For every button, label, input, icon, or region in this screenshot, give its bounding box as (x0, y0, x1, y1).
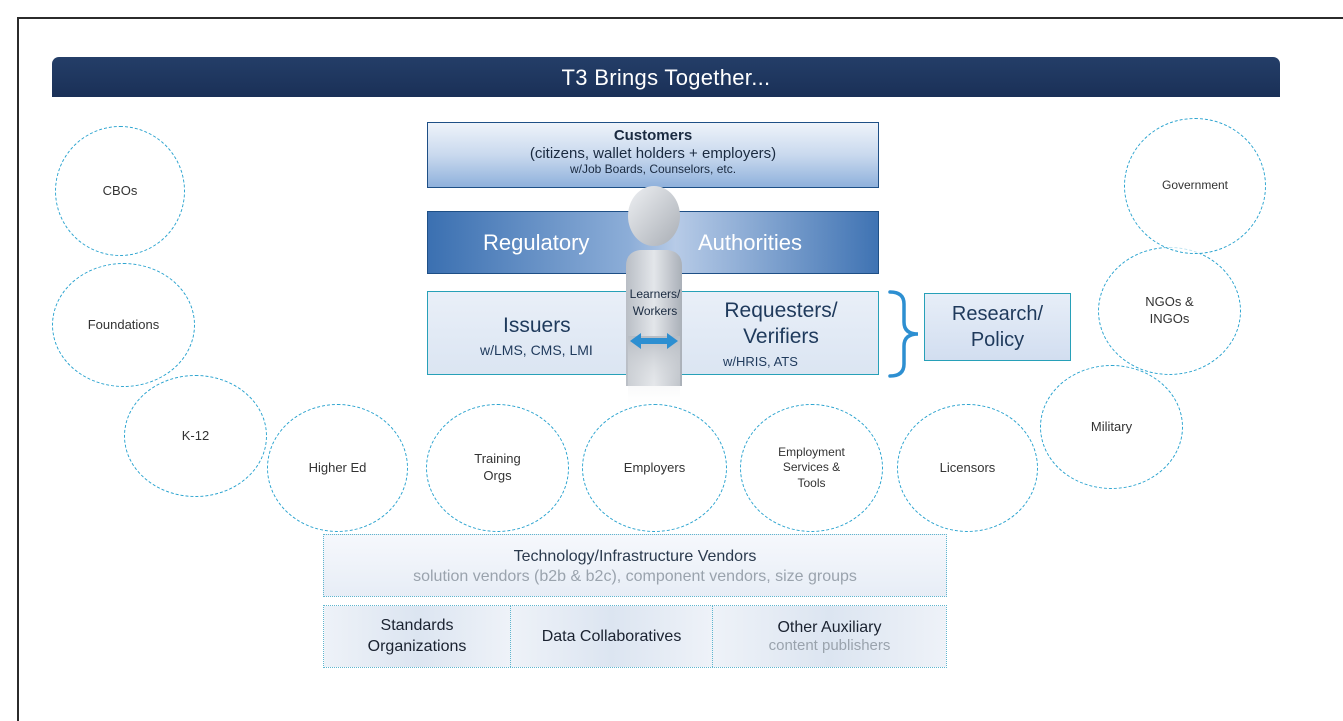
circle-k12: K-12 (124, 375, 267, 497)
circle-label: Employers (623, 459, 686, 475)
issuers-subtitle: w/LMS, CMS, LMI (480, 342, 593, 358)
circle-label: Licensors (939, 459, 996, 475)
requesters-line1: Requesters/ (724, 299, 838, 322)
research-line2: Policy (970, 329, 1025, 351)
circle-cbos: CBOs (55, 126, 185, 256)
research-line1: Research/ (951, 303, 1044, 325)
learners-line2: Workers (632, 304, 678, 319)
circle-training-orgs: Training Orgs (426, 404, 569, 532)
learners-label: Learners/ Workers (618, 286, 692, 321)
circle-foundations: Foundations (52, 263, 195, 387)
vendors-subtitle: solution vendors (b2b & b2c), component … (413, 568, 857, 585)
vendors-title: Technology/Infrastructure Vendors (513, 548, 757, 565)
circle-label: NGOs & INGOs (1145, 294, 1194, 326)
brace-icon (888, 290, 919, 378)
circle-higher-ed: Higher Ed (267, 404, 408, 532)
circle-employers: Employers (582, 404, 727, 532)
research-policy-box: Research/ Policy (924, 293, 1071, 361)
circle-label: Training Orgs (474, 451, 521, 483)
data-collaboratives-cell: Data Collaboratives (510, 606, 712, 667)
auxiliary-row: Standards Organizations Data Collaborati… (323, 605, 947, 668)
customers-tools: w/Job Boards, Counselors, etc. (569, 162, 737, 176)
standards-label: Standards Organizations (367, 616, 467, 655)
slide-frame (17, 17, 1343, 721)
customers-description: (citizens, wallet holders + employers) (529, 145, 777, 162)
circle-label: K-12 (181, 427, 210, 443)
circle-military: Military (1040, 365, 1183, 489)
authorities-label: Authorities (698, 230, 802, 255)
other-auxiliary-subtitle: content publishers (768, 637, 891, 654)
circle-employment-services: Employment Services & Tools (740, 404, 883, 532)
circle-label: Higher Ed (308, 459, 367, 475)
circle-government: Government (1124, 118, 1266, 254)
double-arrow-icon (630, 333, 678, 349)
circle-label: CBOs (102, 182, 138, 198)
requesters-line2: Verifiers (743, 325, 819, 349)
other-auxiliary-cell: Other Auxiliary content publishers (712, 606, 946, 667)
data-collaboratives-label: Data Collaboratives (541, 627, 682, 645)
circle-ngos: NGOs & INGOs (1098, 247, 1241, 375)
other-auxiliary-label: Other Auxiliary (777, 619, 882, 636)
person-icon (626, 186, 682, 408)
circle-licensors: Licensors (897, 404, 1038, 532)
regulatory-label: Regulatory (483, 230, 590, 255)
banner-title: T3 Brings Together... (52, 57, 1280, 97)
learners-line1: Learners/ (629, 287, 681, 301)
customers-box: Customers (citizens, wallet holders + em… (427, 122, 879, 188)
customers-title: Customers (613, 127, 693, 144)
vendors-box: Technology/Infrastructure Vendors soluti… (323, 534, 947, 597)
requesters-subtitle: w/HRIS, ATS (723, 354, 798, 369)
standards-cell: Standards Organizations (324, 606, 510, 667)
circle-label: Military (1090, 418, 1133, 434)
circle-label: Government (1161, 178, 1229, 193)
circle-label: Foundations (87, 316, 160, 332)
circle-label: Employment Services & Tools (778, 444, 845, 490)
issuers-title: Issuers (503, 314, 571, 337)
requesters-title: Requesters/ Verifiers (706, 298, 856, 351)
